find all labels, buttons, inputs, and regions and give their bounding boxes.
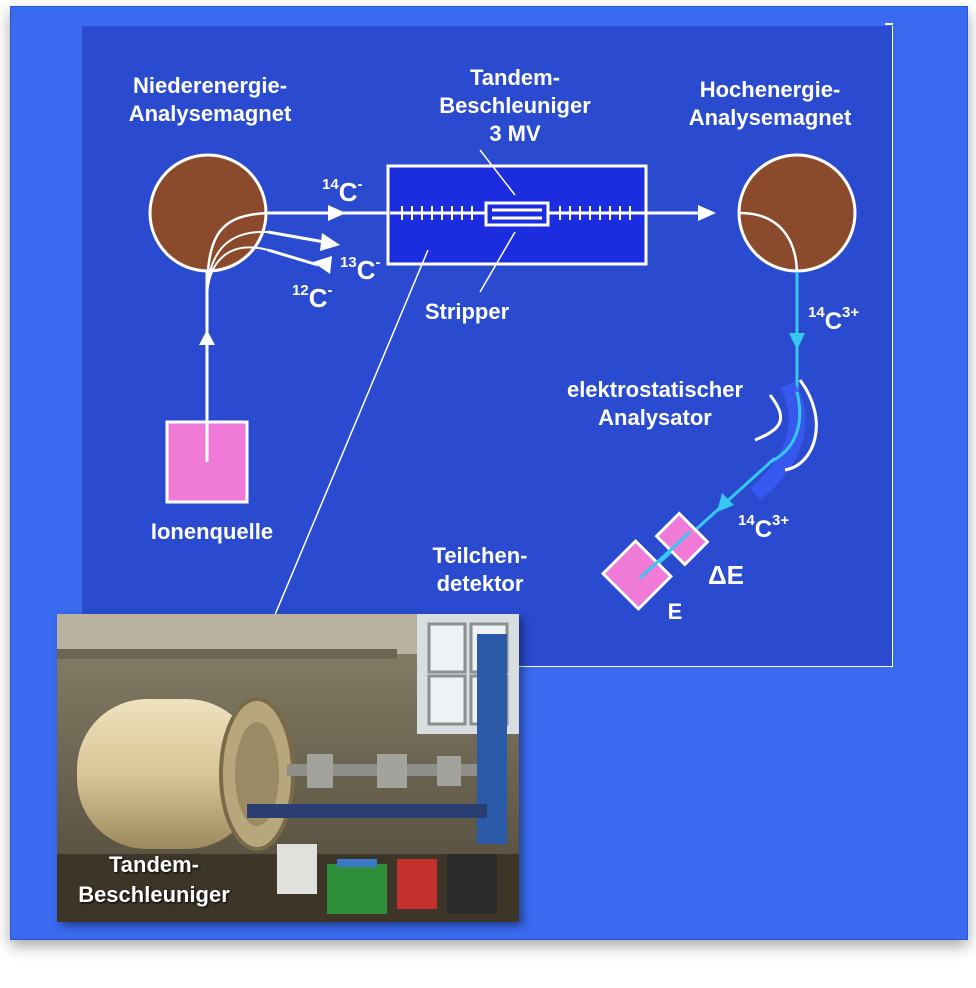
esa-outer-plate bbox=[784, 379, 818, 472]
isotope-14c3-charge-a: 3+ bbox=[842, 304, 860, 321]
tandem-label: Tandem- Beschleuniger 3 MV bbox=[410, 64, 620, 148]
esa-inner-plate bbox=[754, 394, 783, 442]
isotope-12c-minus: 12C- bbox=[292, 276, 332, 313]
tandem-label-line3: 3 MV bbox=[489, 121, 541, 146]
high-magnet-label-line2: Analysemagnet bbox=[688, 105, 852, 130]
isotope-14c3-symbol-b: C bbox=[754, 516, 773, 543]
low-energy-magnet bbox=[148, 153, 268, 273]
photo-caption-line1: Tandem- bbox=[108, 852, 200, 877]
low-magnet-label-line1: Niederenergie- bbox=[132, 73, 288, 98]
esa-label-line1: elektrostatischer bbox=[566, 377, 744, 402]
high-energy-magnet-label: Hochenergie- Analysemagnet bbox=[665, 76, 875, 132]
stripper-label: Stripper bbox=[424, 299, 510, 324]
isotope-14c3-symbol-a: C bbox=[824, 308, 843, 335]
low-magnet-label-line2: Analysemagnet bbox=[128, 101, 292, 126]
isotope-14c3-charge-b: 3+ bbox=[772, 512, 790, 529]
isotope-12c-charge: - bbox=[327, 282, 333, 299]
beam-up-arrow bbox=[199, 330, 215, 345]
panel-corner-mark bbox=[885, 23, 893, 25]
isotope-14c-symbol: C bbox=[338, 177, 358, 207]
esa-label: elektrostatischer Analysator bbox=[545, 376, 765, 432]
detector-label-line1: Teilchen- bbox=[432, 543, 528, 568]
isotope-13c-mass: 13 bbox=[340, 254, 357, 271]
beam-to-high-magnet-arrow bbox=[698, 205, 716, 221]
isotope-14c-3plus-lower: 14C3+ bbox=[738, 506, 789, 545]
beam-to-detector bbox=[638, 456, 777, 582]
beam-to-detector-arrow bbox=[717, 493, 734, 512]
isotope-14c3-mass-a: 14 bbox=[808, 304, 825, 321]
low-energy-magnet-label: Niederenergie- Analysemagnet bbox=[105, 72, 315, 128]
diagram-panel bbox=[82, 26, 893, 667]
beam-13c-arrow bbox=[320, 233, 340, 251]
tandem-label-line1: Tandem- bbox=[469, 65, 561, 90]
beam-12c-arrow bbox=[313, 256, 332, 274]
high-magnet-label-line1: Hochenergie- bbox=[699, 77, 841, 102]
ion-source-label: Ionenquelle bbox=[150, 519, 274, 544]
tandem-label-line2: Beschleuniger bbox=[439, 93, 591, 118]
delta-e-label: ΔE bbox=[707, 560, 745, 590]
photo-caption: Tandem- Beschleuniger bbox=[64, 850, 244, 910]
isotope-14c-3plus-upper: 14C3+ bbox=[808, 298, 859, 337]
isotope-14c-charge: - bbox=[357, 176, 363, 193]
isotope-13c-charge: - bbox=[375, 254, 381, 271]
tandem-electrode-ticks bbox=[401, 206, 631, 220]
e-label: E bbox=[667, 599, 683, 624]
detector-label-line2: detektor bbox=[436, 571, 524, 596]
isotope-14c3-mass-b: 14 bbox=[738, 512, 755, 529]
esa-band bbox=[750, 382, 806, 500]
esa-label-line2: Analysator bbox=[598, 405, 712, 430]
e-detector bbox=[600, 538, 674, 612]
tandem-photo-illustration bbox=[57, 614, 519, 922]
tandem-photo bbox=[57, 614, 519, 922]
isotope-13c-minus: 13C- bbox=[340, 248, 380, 285]
stripper-label-pointer bbox=[479, 231, 516, 293]
isotope-14c-mass: 14 bbox=[322, 176, 339, 193]
isotope-12c-symbol: C bbox=[308, 283, 328, 313]
isotope-13c-symbol: C bbox=[356, 255, 376, 285]
beam-14c-arrow bbox=[328, 205, 346, 221]
beam-13c-line bbox=[267, 230, 331, 245]
isotope-14c-minus: 14C- bbox=[322, 170, 362, 207]
stripper-element bbox=[484, 201, 550, 227]
isotope-12c-mass: 12 bbox=[292, 282, 309, 299]
tandem-label-pointer bbox=[479, 149, 516, 196]
photo-caption-line2: Beschleuniger bbox=[78, 882, 230, 907]
beam-detector-inner bbox=[638, 530, 692, 580]
detector-label: Teilchen- detektor bbox=[420, 542, 540, 598]
beam-14c3-down-arrow bbox=[789, 333, 805, 350]
esa-beam-curve bbox=[769, 391, 802, 464]
high-magnet-beam-curve bbox=[739, 211, 799, 276]
high-energy-magnet bbox=[737, 153, 857, 273]
beam-curve-12 bbox=[206, 246, 269, 301]
beam-12c-line bbox=[267, 248, 319, 267]
